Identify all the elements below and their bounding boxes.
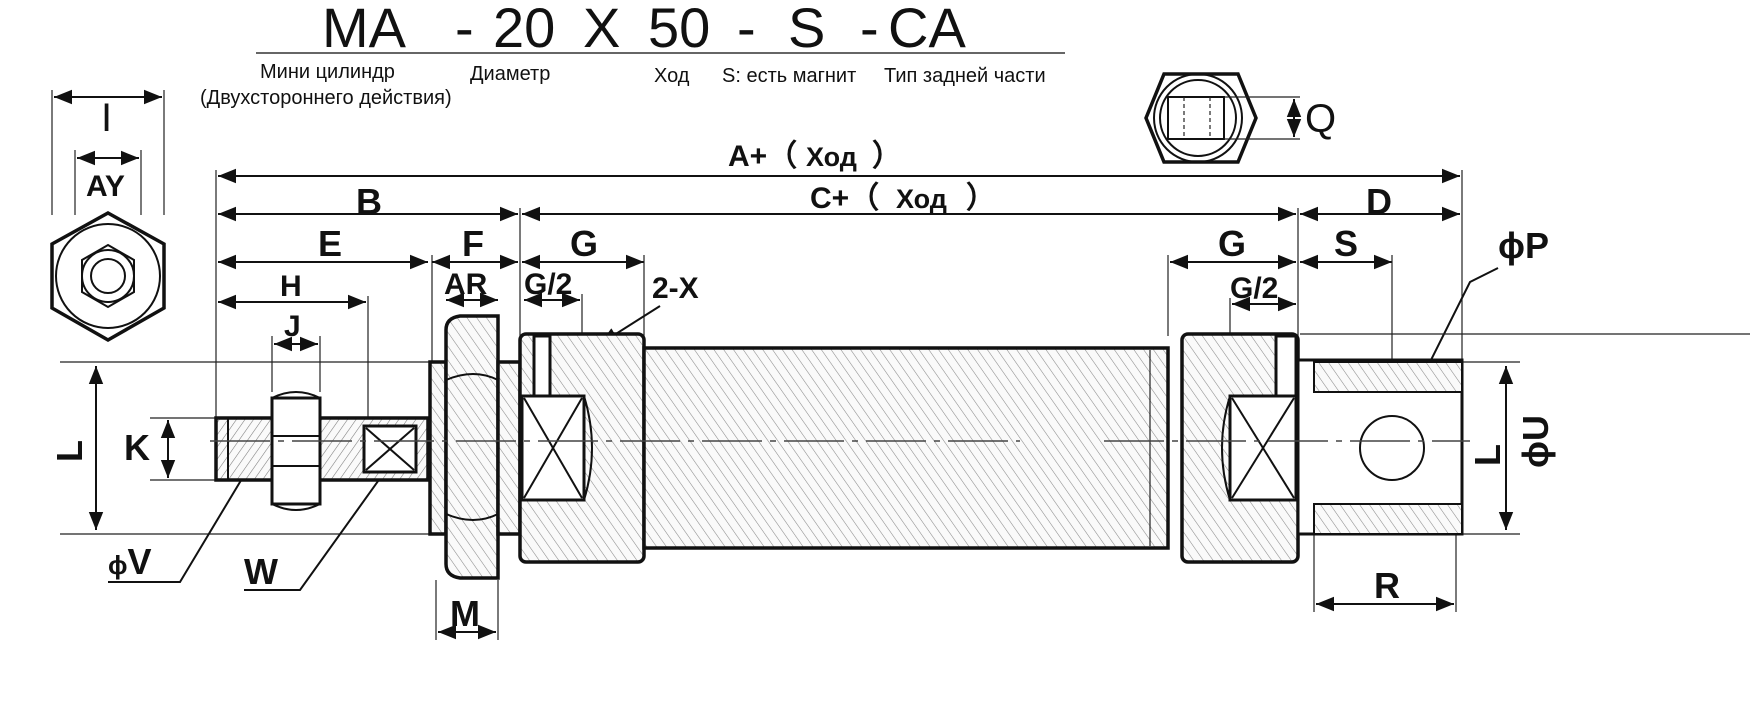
label-a: A+（ [728, 139, 797, 173]
label-l-left: L [49, 440, 90, 462]
label-m: M [450, 593, 480, 634]
code-bore: 20 [493, 0, 555, 59]
code-x: X [583, 0, 620, 59]
label-2x: 2-X [652, 272, 699, 305]
label-a-close: ） [872, 139, 902, 173]
label-g2-right: G/2 [1230, 272, 1278, 305]
label-s: S [1334, 223, 1358, 264]
label-a-stroke: Ход [806, 142, 857, 172]
code-magnet: S [788, 0, 825, 59]
front-mount-nut [444, 314, 500, 580]
caption-stroke: Ход [654, 65, 690, 87]
code-rear: CA [888, 0, 966, 59]
caption-bore: Диаметр [470, 63, 550, 85]
caption-series-line2: (Двухстороннего действия) [200, 87, 452, 109]
label-k: K [124, 427, 150, 468]
dimension-lines: A+（ Ход ） B C+（ Ход ） D E F G G S H J [49, 139, 1750, 640]
label-ar: AR [444, 268, 488, 301]
cylinder-side-view [210, 314, 1470, 580]
label-e: E [318, 223, 342, 264]
label-i: I [101, 96, 112, 140]
label-f: F [462, 223, 484, 264]
caption-magnet: S: есть магнит [722, 65, 856, 87]
rod-nut [270, 396, 322, 506]
front-end-view: I AY [50, 89, 166, 343]
label-phi-u: ϕU [1515, 415, 1556, 468]
label-g-left: G [570, 223, 598, 264]
label-d: D [1366, 181, 1392, 222]
label-c-stroke: Ход [896, 184, 947, 214]
code-series: MA [322, 0, 407, 59]
rear-end-view: Q [1144, 72, 1336, 164]
code-captions: Мини цилиндр (Двухстороннего действия) Д… [200, 61, 1046, 109]
caption-series-line1: Мини цилиндр [260, 61, 395, 83]
label-g2-left: G/2 [524, 268, 572, 301]
label-l-right: L [1467, 444, 1508, 466]
model-code: MA - 20 X 50 - S - CA [256, 0, 1065, 59]
label-phi-p: ϕP [1498, 225, 1549, 266]
label-b: B [356, 181, 382, 222]
label-ay: AY [86, 170, 125, 203]
label-h: H [280, 270, 302, 303]
code-sep1: - [455, 0, 474, 59]
code-sep3: - [860, 0, 879, 59]
label-r: R [1374, 565, 1400, 606]
label-phi-v: ϕV [108, 541, 152, 582]
cylinder-barrel [642, 346, 1170, 550]
label-j: J [284, 310, 301, 343]
rear-hex-outline [1144, 72, 1258, 164]
label-w: W [244, 551, 278, 592]
hex-nut-outline [50, 210, 166, 343]
label-g-right: G [1218, 223, 1246, 264]
code-stroke: 50 [648, 0, 710, 59]
label-c-close: ） [966, 181, 996, 215]
code-sep2: - [737, 0, 756, 59]
caption-rear: Тип задней части [884, 65, 1046, 87]
label-q: Q [1305, 97, 1336, 141]
label-c: C+（ [810, 181, 879, 215]
clevis-pin-hole [1359, 415, 1425, 481]
